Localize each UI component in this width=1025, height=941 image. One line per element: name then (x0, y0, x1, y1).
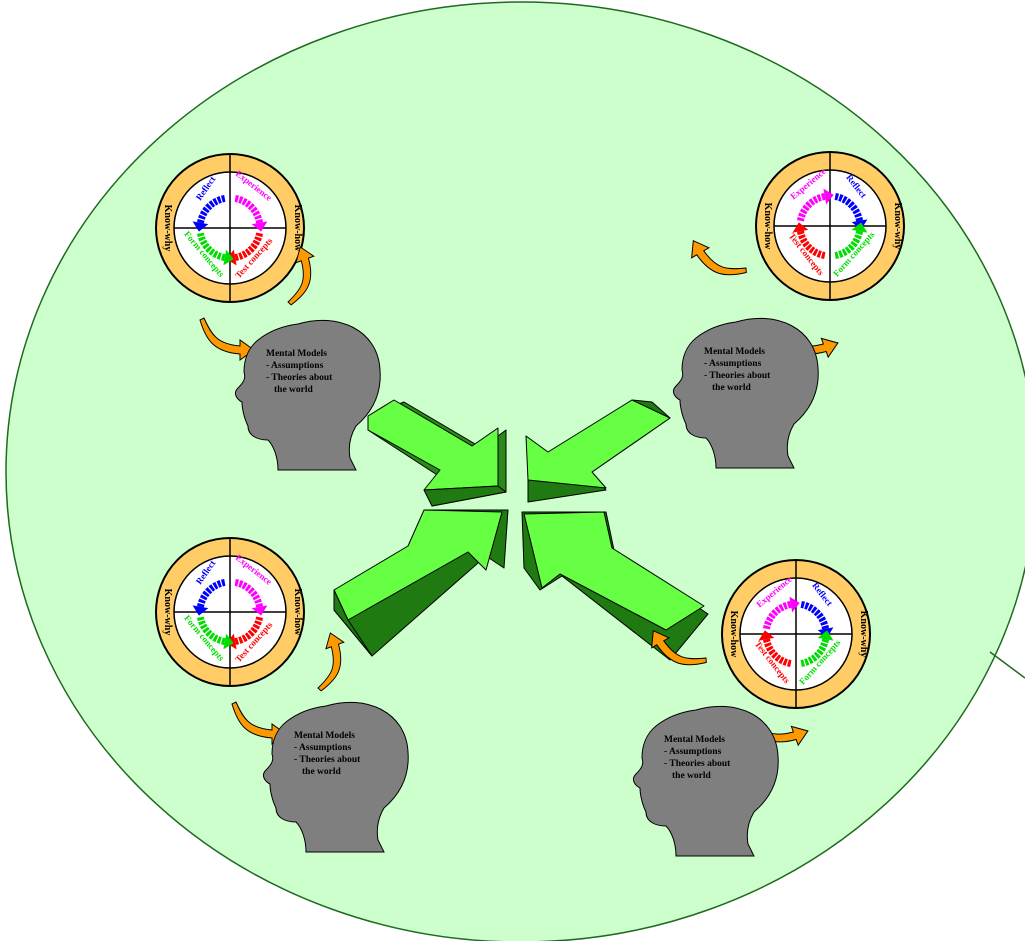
head-line: - Assumptions (664, 747, 722, 757)
head-line: the world (302, 767, 342, 777)
ring-label-right: Know-why (892, 203, 903, 250)
head-line: - Theories about (704, 371, 771, 381)
head-line: - Assumptions (704, 359, 762, 369)
ring-label-right: Know-how (292, 205, 303, 252)
head-line: - Theories about (664, 759, 731, 769)
ring-label-right: Know-why (858, 611, 869, 658)
background-circle (6, 2, 1025, 941)
ring-label-left: Know-how (728, 611, 739, 658)
head-title: Mental Models (294, 731, 355, 741)
wheel-rings (156, 154, 304, 302)
head-line: the world (672, 771, 712, 781)
head-line: the world (712, 383, 752, 393)
wheel-rings (756, 152, 904, 300)
wheel-rings (156, 538, 304, 686)
ring-label-left: Know-how (762, 203, 773, 250)
head-line: - Theories about (294, 755, 361, 765)
head-line: - Assumptions (294, 743, 352, 753)
head-title: Mental Models (266, 349, 327, 359)
wheel-rings (722, 560, 870, 708)
head-line: - Assumptions (266, 361, 324, 371)
head-line: the world (274, 385, 314, 395)
ring-label-right: Know-how (292, 589, 303, 636)
callout-line (990, 652, 1025, 678)
head-title: Mental Models (704, 347, 765, 357)
ring-label-left: Know-why (162, 589, 173, 636)
ring-label-left: Know-why (162, 205, 173, 252)
head-title: Mental Models (664, 735, 725, 745)
head-line: - Theories about (266, 373, 333, 383)
